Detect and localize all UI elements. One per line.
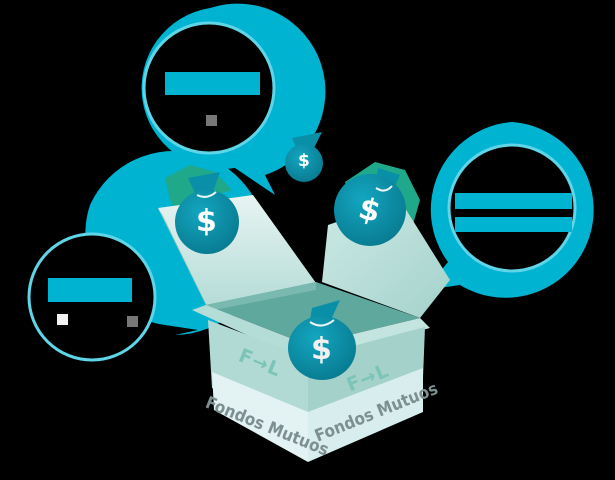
- money-bag-right: [334, 168, 406, 246]
- dollar-icon: $: [298, 151, 310, 171]
- box-rim-left: [192, 305, 308, 360]
- box-face-left: [208, 320, 308, 462]
- left-bubble-marker-light: [57, 314, 68, 325]
- speech-bubble-right: [425, 122, 594, 298]
- top-bubble-marker: [206, 115, 217, 126]
- left-bubble-label-bar: [48, 278, 132, 302]
- money-bag-left: [175, 172, 239, 254]
- right-bubble-label-bar-2: [455, 217, 572, 232]
- dollar-icon: $: [196, 204, 217, 239]
- money-bag-inside-box: [288, 300, 356, 380]
- left-bubble-marker-dark: [127, 316, 138, 327]
- top-bubble-label-bar: [165, 72, 260, 95]
- dollar-icon: $: [311, 332, 332, 367]
- money-bag-small: [285, 132, 323, 182]
- right-bubble-label-bar-1: [455, 193, 572, 209]
